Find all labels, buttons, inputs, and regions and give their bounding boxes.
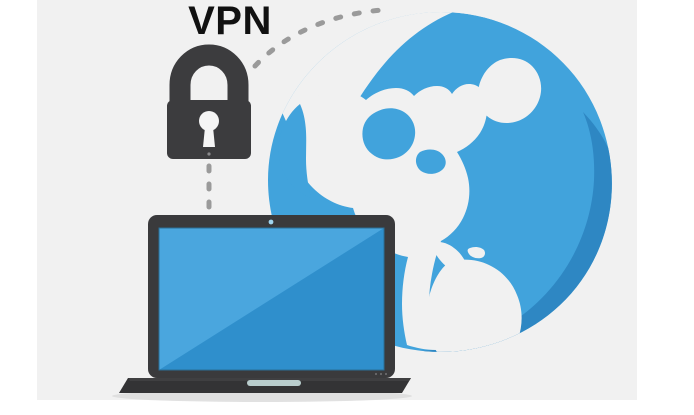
laptop-trackpad	[247, 380, 301, 386]
land-greenland	[477, 58, 542, 124]
laptop-base-top-edge	[128, 378, 411, 381]
padlock-group	[167, 44, 251, 159]
laptop-screen-dark	[159, 228, 384, 370]
vpn-label: VPN	[188, 0, 272, 43]
padlock-keyhole-circle	[199, 111, 219, 131]
padlock-body-dot	[207, 152, 211, 156]
globe-shadow-crescent	[351, 112, 612, 352]
laptop-hinge-dot	[384, 372, 388, 376]
laptop-screen-edge	[158, 227, 385, 371]
water-hudson-bay	[362, 108, 416, 160]
laptop-screen	[159, 228, 384, 370]
laptop-hinge-dot	[374, 372, 378, 376]
laptop-webcam-icon	[268, 219, 274, 225]
padlock-shackle	[169, 44, 249, 112]
water-great-lakes	[415, 149, 446, 174]
laptop-group	[119, 215, 411, 393]
water-pacific-nw	[278, 104, 311, 198]
laptop-hinge-dot	[379, 372, 383, 376]
land-caribbean	[467, 246, 485, 259]
land-south-america	[426, 259, 522, 352]
padlock-keyhole-stem	[203, 127, 215, 147]
